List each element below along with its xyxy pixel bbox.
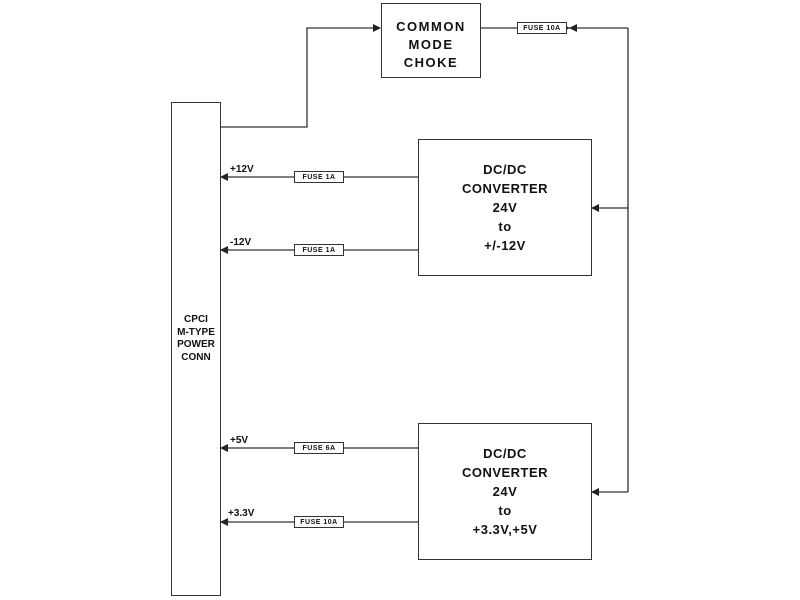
converter-label: 24V [492, 200, 518, 215]
cpci-power-connector: CPCI M-TYPE POWER CONN [171, 102, 221, 596]
converter-label: CONVERTER [461, 465, 549, 480]
fuse-12v: FUSE 1A [294, 171, 344, 183]
converter-label: to [498, 503, 512, 518]
rail-label-3v3: +3.3V [228, 508, 255, 519]
connector-to-choke-wire [220, 24, 381, 128]
connector-label: M-TYPE [177, 326, 215, 338]
converter-label: +/-12V [484, 238, 526, 253]
common-mode-choke: COMMON MODE CHOKE [381, 3, 481, 78]
fuse-3v3: FUSE 10A [294, 516, 344, 528]
connector-label: CONN [181, 351, 211, 363]
dc-dc-converter-3v3-5v: DC/DC CONVERTER 24V to +3.3V,+5V [418, 423, 592, 560]
fuse-5v: FUSE 6A [294, 442, 344, 454]
dc-dc-converter-12v: DC/DC CONVERTER 24V to +/-12V [418, 139, 592, 276]
converter-label: to [498, 219, 512, 234]
choke-label: COMMON [396, 19, 466, 34]
connector-label: POWER [177, 339, 215, 350]
converter-label: 24V [492, 484, 518, 499]
fuse-neg12v: FUSE 1A [294, 244, 344, 256]
converter-label: +3.3V,+5V [472, 522, 538, 537]
choke-label: CHOKE [403, 55, 459, 70]
choke-label: MODE [408, 37, 454, 52]
rail-label-neg12v: -12V [230, 237, 252, 248]
rail-label-12v: +12V [230, 164, 254, 175]
converter-label: DC/DC [483, 446, 527, 461]
input-fuse: FUSE 10A [517, 22, 567, 34]
converter-label: DC/DC [483, 162, 527, 177]
converter-label: CONVERTER [461, 181, 549, 196]
rail-label-5v: +5V [230, 435, 249, 446]
connector-label: CPCI [184, 314, 208, 325]
